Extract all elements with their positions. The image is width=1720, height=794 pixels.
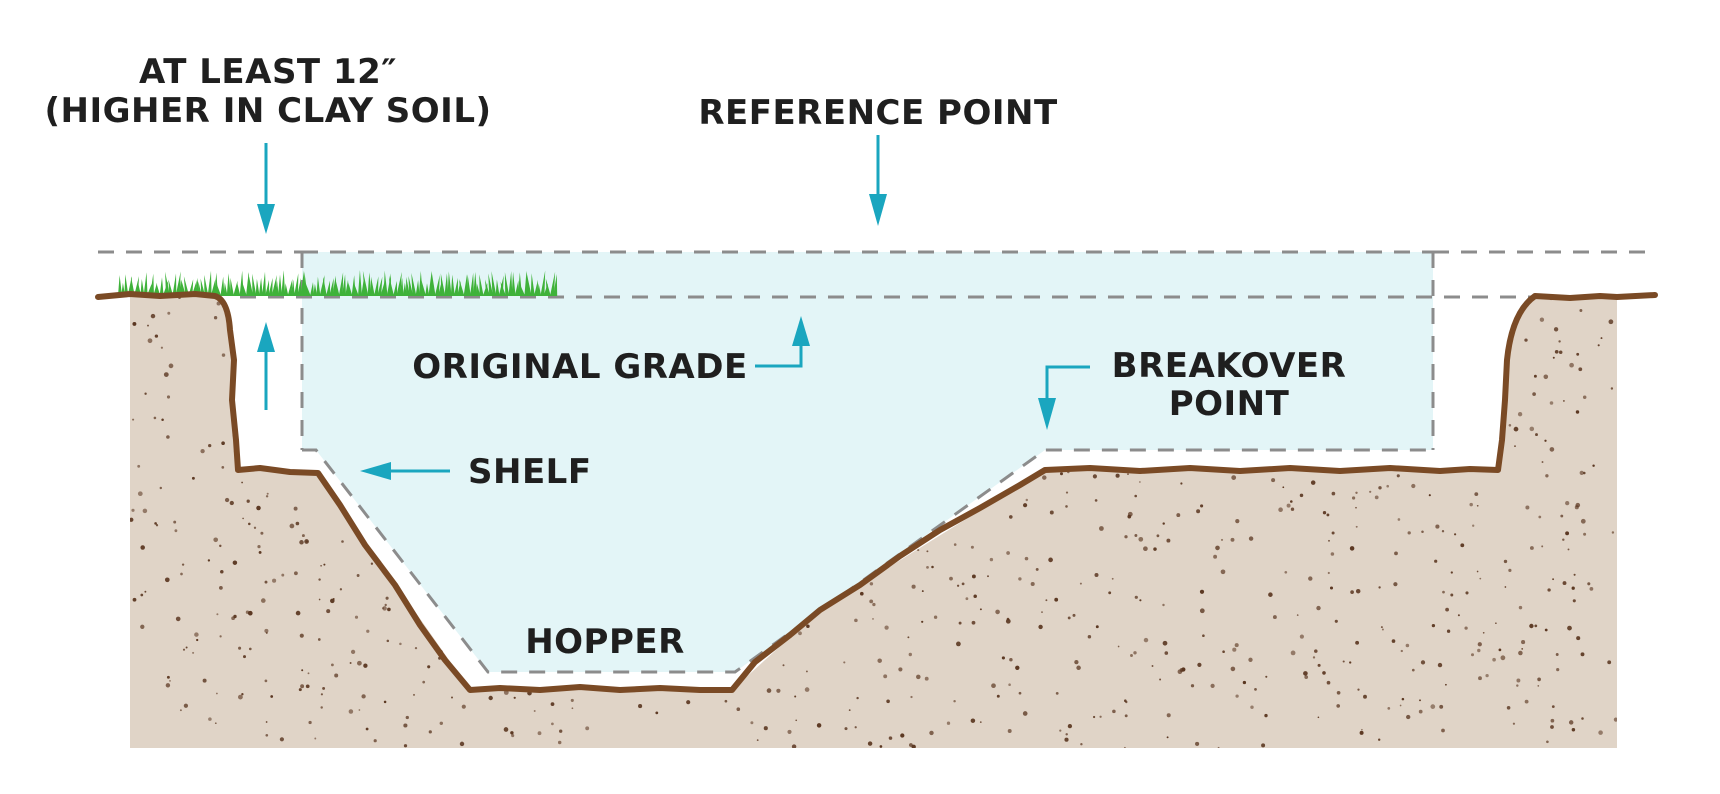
breakover-point-label-line1: BREAKOVER — [1112, 346, 1347, 386]
hopper-label: HOPPER — [525, 622, 685, 662]
shelf-label: SHELF — [468, 452, 592, 492]
reference-point-label: REFERENCE POINT — [698, 93, 1058, 133]
breakover-point-arrow — [1038, 365, 1090, 430]
at-least-arrow-down — [257, 143, 275, 234]
soil-body — [130, 296, 1617, 748]
liner-profile-line — [302, 448, 1433, 674]
at-least-arrow-up — [257, 322, 275, 410]
original-grade-label: ORIGINAL GRADE — [412, 347, 747, 387]
at-least-label-line2: (HIGHER IN CLAY SOIL) — [44, 91, 491, 131]
original-grade-arrow — [755, 316, 810, 368]
ground-edge — [95, 291, 1658, 693]
shelf-arrow — [360, 462, 450, 480]
at-least-label-line1: AT LEAST 12″ — [139, 52, 397, 92]
pond-water — [302, 252, 1433, 672]
reference-point-arrow — [869, 135, 887, 226]
breakover-point-label-line2: POINT — [1169, 384, 1290, 424]
